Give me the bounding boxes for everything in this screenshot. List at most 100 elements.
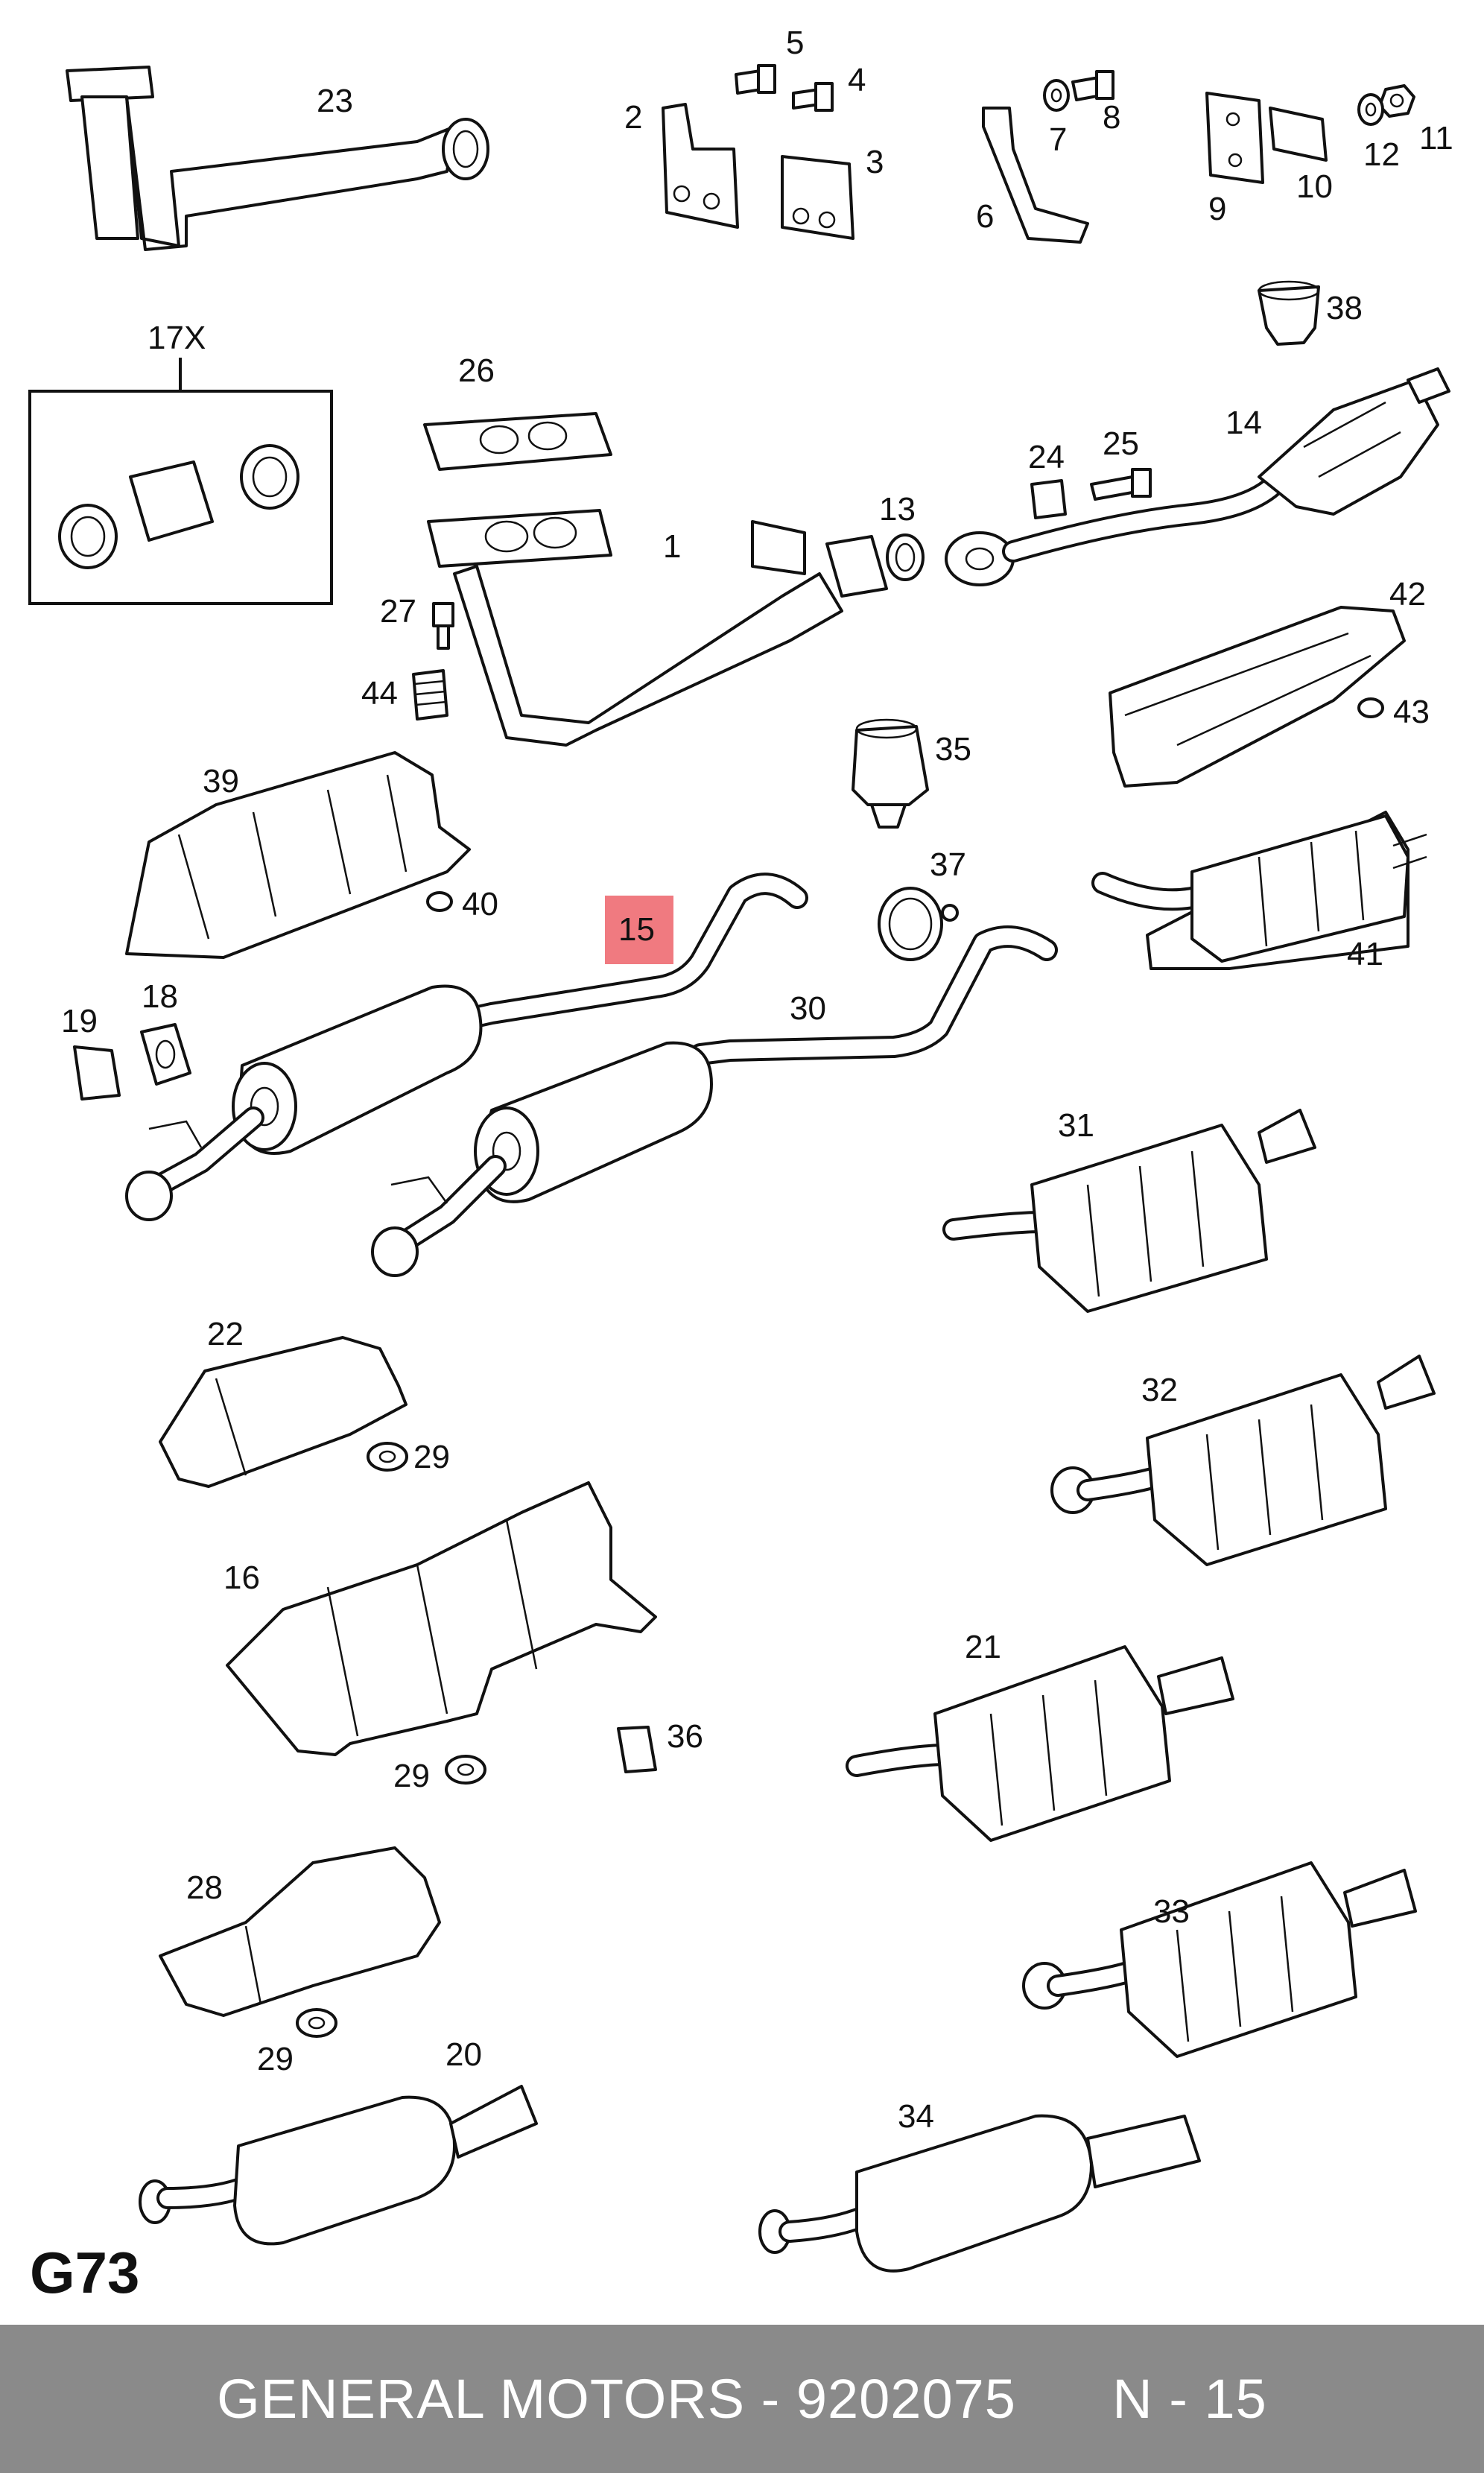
part-2-bracket[interactable]: [662, 103, 739, 229]
part-43-nut[interactable]: [1357, 697, 1384, 718]
part-17x-clamp-kit[interactable]: [28, 358, 333, 605]
part-29c-nut[interactable]: [296, 2008, 337, 2038]
part-29b-nut[interactable]: [445, 1755, 486, 1785]
highlight-marker: [605, 896, 673, 964]
part-4-bolt[interactable]: [792, 82, 834, 112]
part-37-clamp[interactable]: [878, 887, 959, 961]
part-38-rubber-plug[interactable]: [1258, 280, 1320, 346]
part-19-clip[interactable]: [73, 1045, 121, 1101]
label-31: 31: [1058, 1107, 1094, 1144]
footer-bar: GENERAL MOTORS - 9202075 N - 15: [0, 2325, 1484, 2473]
label-6: 6: [976, 198, 994, 235]
label-9: 9: [1208, 191, 1226, 227]
label-5: 5: [786, 25, 804, 61]
part-31-rear-silencer[interactable]: [942, 1109, 1316, 1313]
part-34-rear-silencer[interactable]: [758, 2114, 1201, 2273]
label-17x: 17X: [148, 320, 206, 356]
label-11: 11: [1419, 120, 1453, 156]
part-25-bolt[interactable]: [1090, 468, 1152, 501]
part-9-rubber-mount[interactable]: [1205, 92, 1264, 184]
part-29a-nut[interactable]: [367, 1442, 408, 1472]
part-3-bracket[interactable]: [781, 155, 854, 240]
part-15-middle-silencer[interactable]: [125, 873, 808, 1221]
label-20: 20: [445, 2036, 482, 2073]
part-10-strap[interactable]: [1269, 107, 1328, 162]
part-6-hanger-bracket[interactable]: [982, 107, 1089, 244]
label-28: 28: [186, 1869, 223, 1906]
label-15: 15: [618, 911, 655, 948]
part-18-rubber-ring[interactable]: [140, 1023, 191, 1086]
label-22: 22: [207, 1316, 244, 1352]
label-35: 35: [935, 731, 971, 767]
part-11-nut[interactable]: [1378, 84, 1415, 118]
exhaust-system-diagram: 23 5 4 2 3 7 8 6 9 10 12 11 38 17X 26 14…: [28, 25, 1453, 2273]
label-24: 24: [1028, 439, 1065, 475]
label-41: 41: [1347, 936, 1383, 972]
label-27: 27: [380, 593, 416, 630]
part-24-nut[interactable]: [1030, 479, 1067, 519]
label-18: 18: [142, 978, 178, 1015]
label-26: 26: [458, 352, 495, 389]
part-1-downpipe[interactable]: [427, 509, 888, 747]
part-33-rear-silencer[interactable]: [1022, 1861, 1417, 2058]
label-1: 1: [663, 528, 681, 565]
part-30-middle-silencer[interactable]: [371, 925, 1058, 1277]
part-42-heat-shield[interactable]: [1109, 606, 1406, 788]
part-36-clip[interactable]: [617, 1726, 657, 1773]
label-25: 25: [1103, 425, 1139, 462]
label-29b: 29: [393, 1758, 430, 1794]
label-44: 44: [361, 675, 398, 712]
part-20-rear-silencer[interactable]: [139, 2085, 538, 2246]
label-4: 4: [848, 62, 866, 98]
part-26-gasket[interactable]: [423, 412, 612, 471]
part-21-rear-silencer[interactable]: [846, 1645, 1234, 1842]
label-12: 12: [1363, 136, 1400, 173]
label-34: 34: [898, 2098, 934, 2135]
label-7: 7: [1049, 121, 1067, 158]
part-28-heat-shield[interactable]: [159, 1846, 441, 2017]
label-43: 43: [1393, 694, 1430, 730]
label-37: 37: [930, 846, 966, 883]
footer-part-number: 9202075: [796, 2368, 1016, 2430]
label-40: 40: [462, 886, 498, 922]
part-44-spring[interactable]: [412, 669, 448, 721]
part-39-heat-shield[interactable]: [125, 751, 471, 959]
part-8-bolt[interactable]: [1071, 70, 1114, 101]
label-21: 21: [965, 1629, 1001, 1665]
part-35-rubber-mount[interactable]: [852, 718, 929, 829]
label-23: 23: [317, 83, 353, 119]
part-41-rear-silencer-with-shield[interactable]: [1091, 811, 1427, 970]
label-29a: 29: [413, 1439, 450, 1475]
label-38: 38: [1326, 290, 1363, 326]
label-10: 10: [1296, 168, 1333, 205]
label-3: 3: [866, 144, 884, 180]
part-32-rear-silencer[interactable]: [1050, 1355, 1436, 1566]
part-7-washer[interactable]: [1043, 79, 1070, 112]
label-42: 42: [1389, 576, 1426, 612]
part-22-heat-shield[interactable]: [159, 1336, 408, 1488]
label-14: 14: [1225, 405, 1262, 441]
part-5-bolt[interactable]: [735, 64, 776, 95]
label-29c: 29: [257, 2041, 294, 2077]
label-32: 32: [1141, 1372, 1178, 1408]
label-36: 36: [667, 1718, 703, 1755]
part-12-washer[interactable]: [1357, 93, 1384, 126]
footer-brand: GENERAL MOTORS: [217, 2368, 746, 2430]
label-19: 19: [61, 1003, 98, 1039]
part-27-bolt[interactable]: [432, 602, 454, 650]
diagram-code: G73: [30, 2240, 140, 2305]
label-16: 16: [223, 1560, 260, 1596]
part-16-heat-shield[interactable]: [226, 1481, 657, 1756]
footer-position-label: N - 15: [1112, 2368, 1267, 2430]
part-14-catalytic-converter[interactable]: [945, 367, 1450, 586]
part-40-nut[interactable]: [426, 891, 453, 912]
label-39: 39: [203, 763, 239, 799]
label-30: 30: [790, 990, 826, 1027]
footer-gap: [1016, 2367, 1112, 2431]
label-2: 2: [624, 99, 642, 136]
label-33: 33: [1153, 1893, 1190, 1930]
label-13: 13: [879, 491, 916, 528]
part-23-front-pipe[interactable]: [66, 66, 489, 251]
part-13-seal-ring[interactable]: [886, 533, 925, 581]
